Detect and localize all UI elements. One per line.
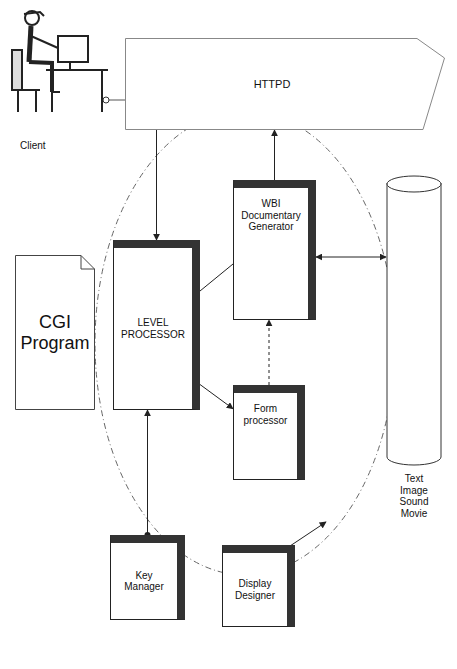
node-text: Text Image Sound Movie [394, 473, 434, 519]
manager-box: Key Manager [110, 535, 185, 620]
server-box: HTTPD [125, 38, 445, 130]
connector [200, 385, 233, 409]
node-content: Display Designer [223, 553, 287, 626]
node-content: HTTPD [125, 38, 445, 130]
actor-label: Client [20, 140, 46, 151]
node-content: Text Image Sound Movie [386, 175, 442, 560]
node-text: WBI Documentary Generator [238, 198, 304, 233]
processor-box: Form processor [233, 385, 305, 480]
client-link-dot [103, 97, 109, 103]
database-cylinder: Text Image Sound Movie [386, 175, 442, 560]
program-document: CGI Program [15, 255, 95, 410]
connector [269, 320, 270, 385]
connector [156, 130, 157, 240]
node-text: HTTPD [254, 78, 291, 91]
designer-box: Display Designer [222, 545, 295, 627]
connector [147, 410, 148, 535]
node-content: CGI Program [15, 255, 95, 410]
connector [316, 257, 386, 258]
node-content: Key Manager [111, 543, 177, 619]
generator-box: WBI Documentary Generator [233, 180, 316, 320]
node-text: CGI Program [19, 312, 91, 353]
designer-arrow [290, 522, 326, 546]
node-text: Form processor [238, 403, 293, 426]
node-content: LEVEL PROCESSOR [114, 248, 192, 409]
connector [274, 130, 275, 180]
node-text: LEVEL PROCESSOR [118, 317, 188, 340]
node-content: Form processor [234, 393, 297, 479]
processor-box: LEVEL PROCESSOR [113, 240, 200, 410]
node-text: Key Manager [115, 570, 173, 593]
system-boundary [95, 111, 395, 575]
connector [200, 264, 233, 291]
node-content: WBI Documentary Generator [234, 188, 308, 319]
node-text: Display Designer [227, 578, 283, 601]
client-illustration [12, 11, 108, 112]
